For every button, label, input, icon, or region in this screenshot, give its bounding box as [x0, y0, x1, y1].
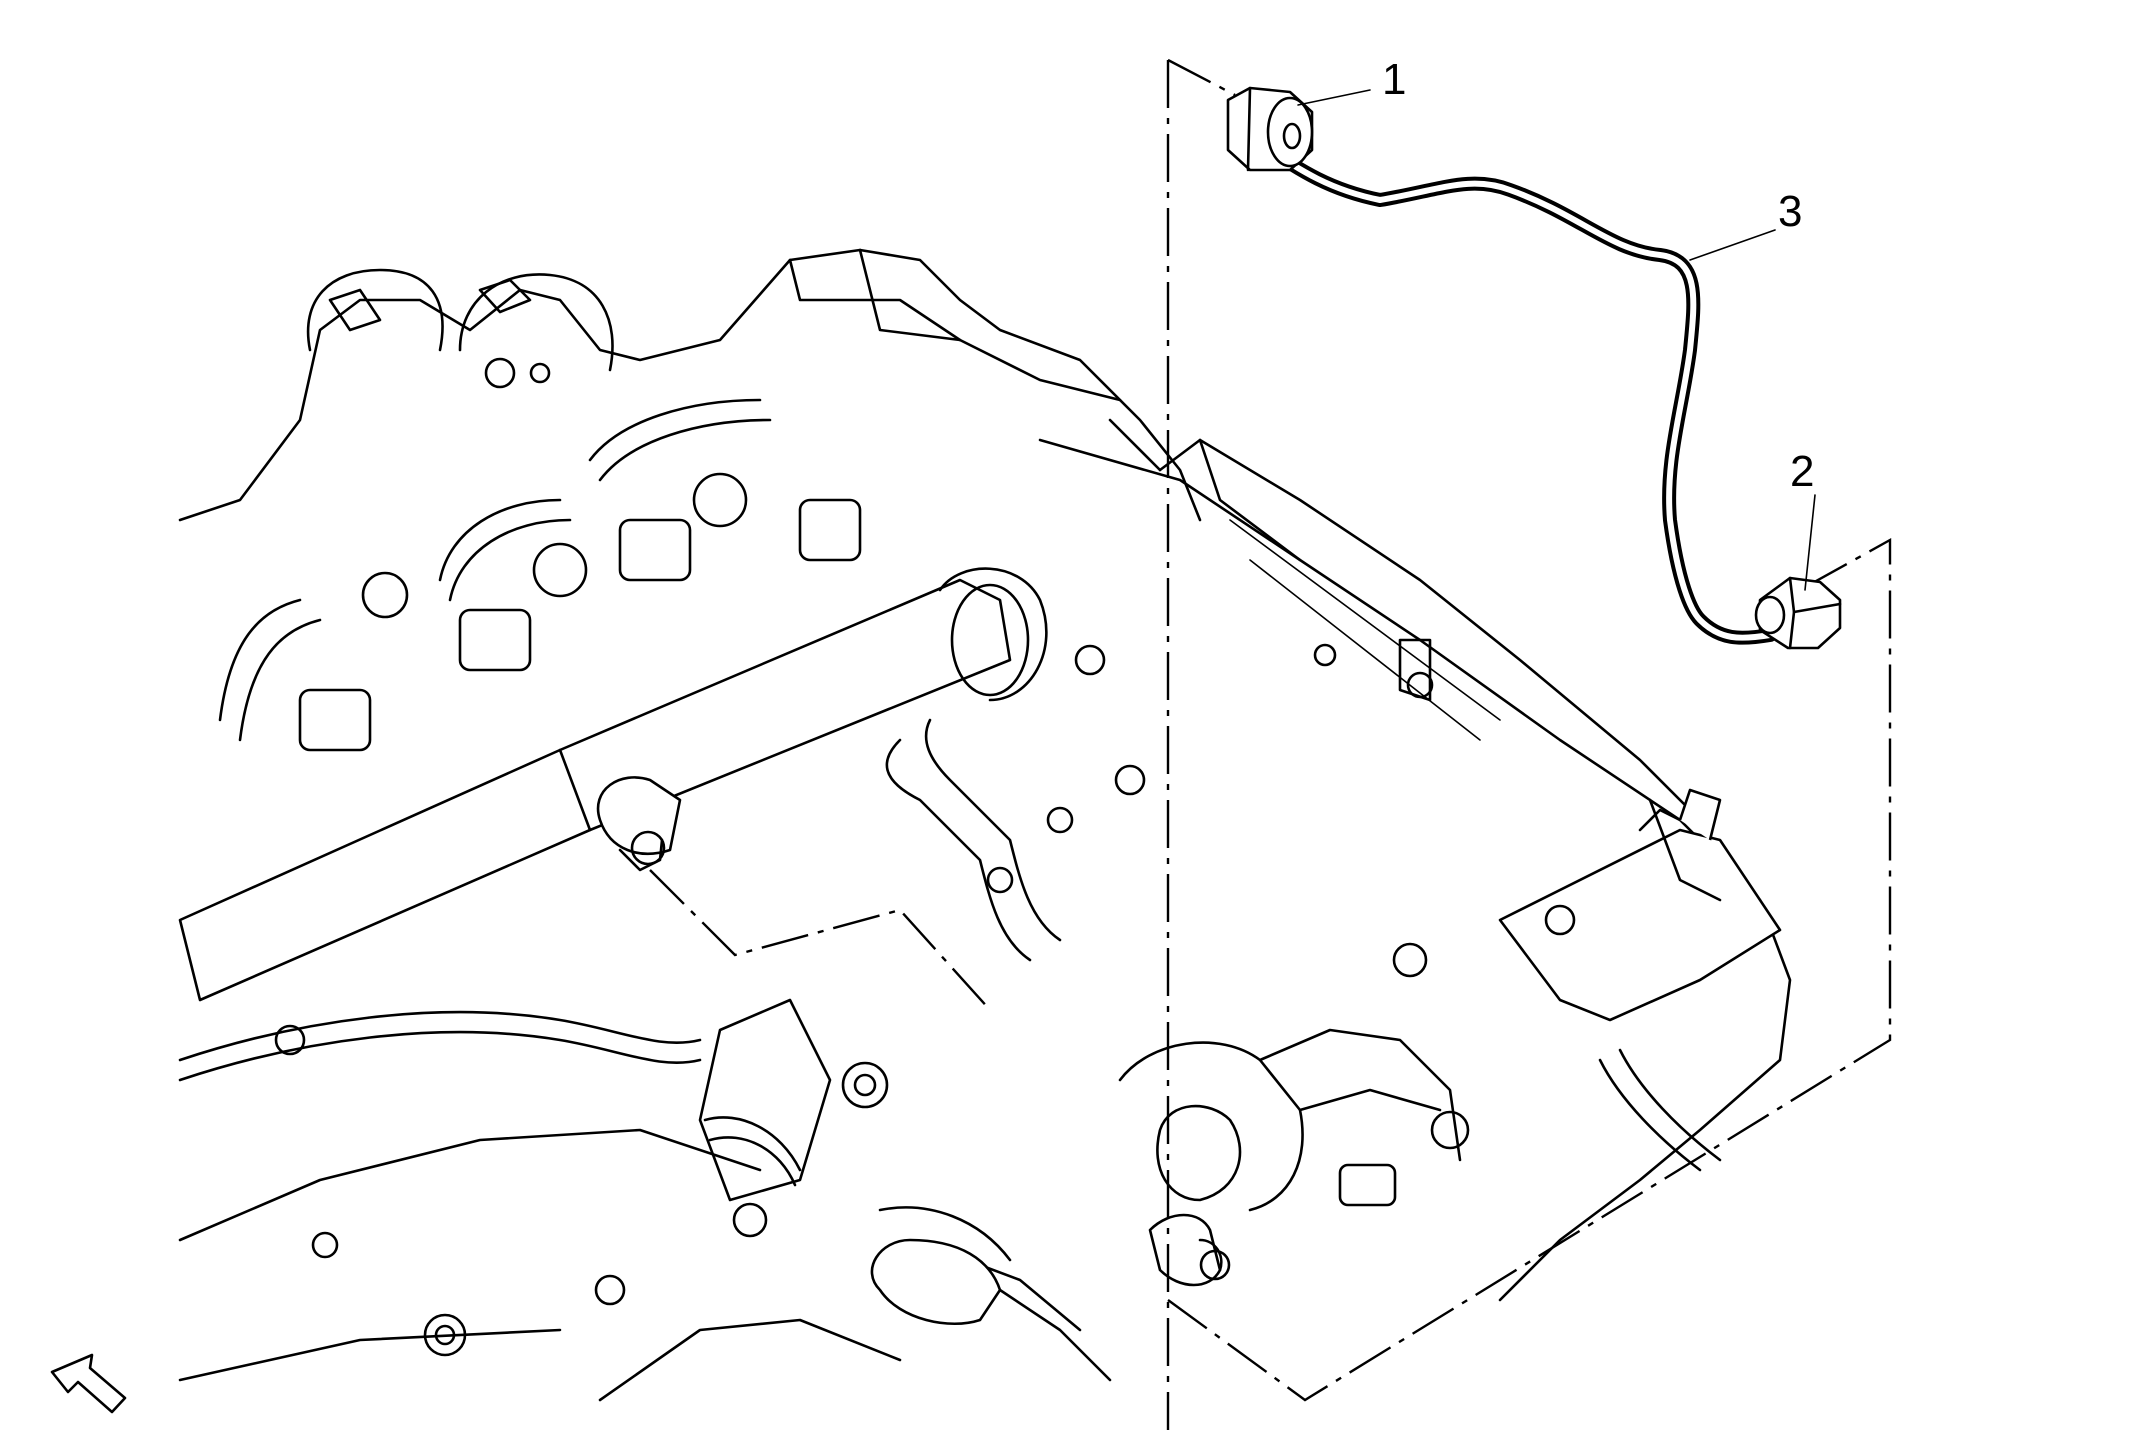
callout-label-1: 1 — [1382, 55, 1407, 104]
callout-label-2: 2 — [1790, 447, 1815, 496]
front-arrow-icon — [50, 1353, 127, 1414]
fuel-feed-pipe — [1226, 86, 1842, 650]
fitting-nut-2 — [1754, 576, 1842, 650]
service-outline-dashed — [649, 58, 1892, 1430]
callout-label-3: 3 — [1778, 187, 1803, 236]
ignition-coils — [298, 472, 862, 752]
fitting-nut-1 — [1226, 86, 1314, 172]
engine-assembly — [178, 248, 1792, 1402]
callout-leaders — [1297, 89, 1816, 591]
